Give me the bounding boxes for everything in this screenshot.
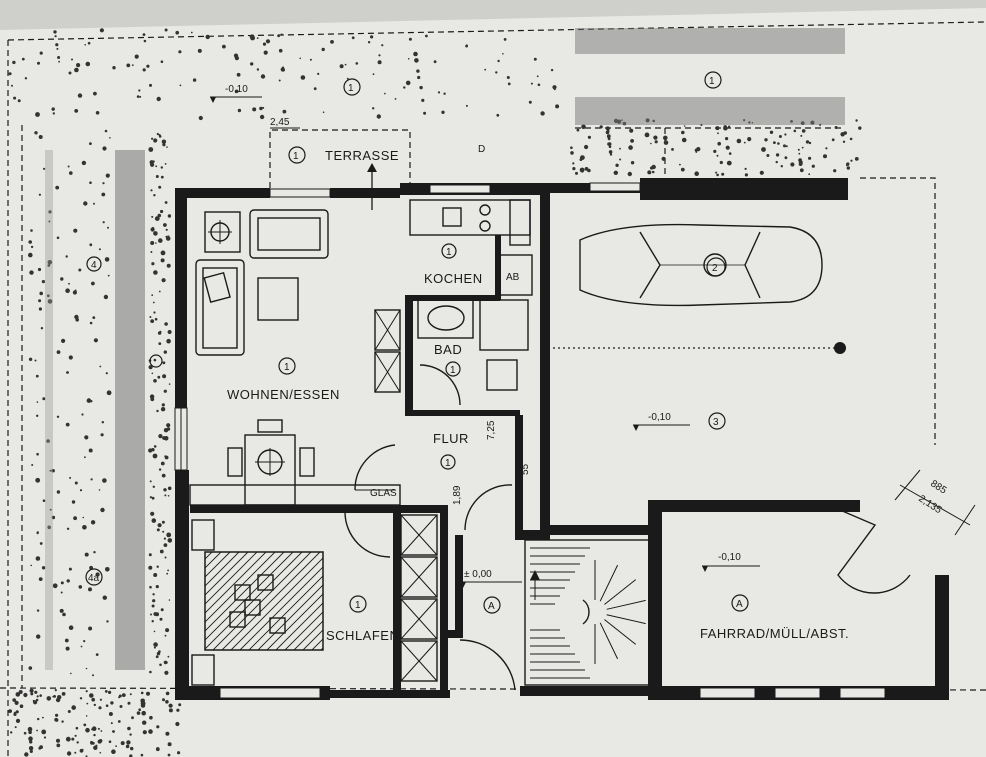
entrance-number: A [488, 601, 495, 612]
staircase [524, 539, 651, 686]
fahrrad-label: FAHRRAD/MÜLL/ABST. [700, 626, 849, 641]
site-number-top-left: 1 [348, 83, 354, 94]
garage-number: 3 [713, 417, 719, 428]
site-marker-4: 4 [91, 260, 97, 271]
paving-strips [45, 28, 845, 670]
wohnen-label: WOHNEN/ESSEN [227, 387, 340, 402]
flur-number: 1 [445, 458, 451, 469]
site-marker-4a: 4a [88, 573, 100, 584]
schlafen-number: 1 [355, 600, 361, 611]
dim-55: 55 [520, 463, 531, 475]
dimension-diagonal [894, 469, 976, 536]
terrasse-dimension: 2,45 [270, 117, 290, 128]
garden-vegetation [8, 28, 862, 757]
fahrrad-number: A [736, 599, 743, 610]
kochen-label: KOCHEN [424, 271, 483, 286]
interior-walls [190, 235, 523, 690]
level-entrance: ± 0,00 [464, 569, 492, 580]
bad-label: BAD [434, 342, 462, 357]
site-marker-d: D [478, 144, 485, 155]
kitchen-counter [409, 199, 533, 296]
bed [191, 519, 324, 686]
dining-table [189, 419, 401, 506]
site-number-top-right: 1 [709, 76, 715, 87]
dim-189: 1,89 [452, 485, 463, 505]
car-number: 2 [712, 263, 718, 274]
level-garage: -0,10 [648, 412, 671, 423]
flur-label: FLUR [433, 431, 469, 446]
glas-label: GLAS [370, 488, 397, 499]
paper-edge [0, 0, 986, 30]
bath-fixtures [417, 299, 529, 406]
garage-post [834, 342, 846, 354]
terrasse-label: TERRASSE [325, 148, 399, 163]
car-symbol [579, 223, 823, 307]
terrasse-number: 1 [293, 151, 299, 162]
level-top: -0,10 [225, 84, 248, 95]
bad-number: 1 [450, 365, 456, 376]
wardrobe [400, 514, 438, 682]
room-number-circles [85, 71, 749, 614]
dim-725: 7,25 [486, 420, 497, 440]
level-markers [210, 96, 760, 588]
level-fahrrad: -0,10 [718, 552, 741, 563]
wohnen-number: 1 [284, 362, 290, 373]
windows [174, 182, 886, 699]
schlafen-label: SCHLAFEN [326, 628, 399, 643]
living-furniture [195, 209, 401, 393]
kochen-number: 1 [446, 247, 452, 258]
doors [344, 444, 911, 691]
kochen-ab-label: AB [506, 272, 520, 283]
